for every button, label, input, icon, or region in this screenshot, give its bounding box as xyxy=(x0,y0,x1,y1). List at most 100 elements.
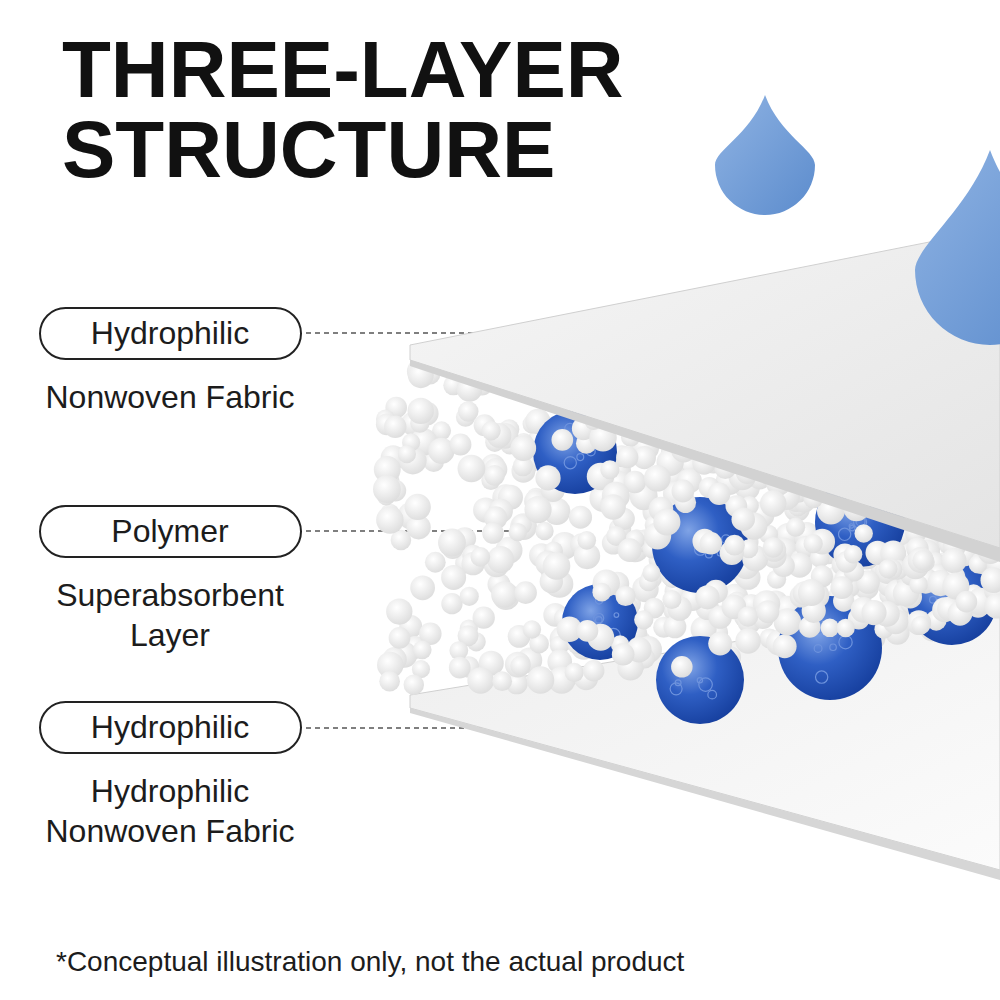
white-bead xyxy=(671,656,693,678)
white-bead xyxy=(941,548,966,573)
pill-label: Hydrophilic xyxy=(25,307,315,360)
white-bead xyxy=(878,559,897,578)
white-bead xyxy=(458,455,486,483)
white-bead xyxy=(509,523,527,541)
white-bead xyxy=(511,435,537,461)
white-bead xyxy=(514,581,537,604)
white-bead xyxy=(492,671,512,691)
white-bead xyxy=(662,590,681,609)
layer-label: HydrophilicNonwoven Fabric xyxy=(25,307,315,417)
blue-bead xyxy=(656,636,744,724)
white-bead xyxy=(441,565,466,590)
white-bead xyxy=(473,606,495,628)
white-bead xyxy=(389,627,411,649)
bubble xyxy=(839,635,852,648)
white-bead xyxy=(441,593,462,614)
white-bead xyxy=(912,550,932,570)
white-bead xyxy=(386,598,412,624)
white-bead xyxy=(773,634,797,658)
white-bead xyxy=(908,547,934,573)
white-bead xyxy=(618,538,642,562)
white-bead xyxy=(830,576,853,599)
white-bead xyxy=(535,465,560,490)
white-bead xyxy=(484,465,505,486)
sheet-face xyxy=(410,228,1000,548)
white-bead xyxy=(981,567,1000,593)
bubble xyxy=(594,613,604,623)
bubble xyxy=(708,690,717,699)
white-bead xyxy=(510,656,530,676)
white-bead xyxy=(460,587,479,606)
layer-label: HydrophilicHydrophilic Nonwoven Fabric xyxy=(25,701,315,851)
white-bead xyxy=(482,522,504,544)
white-bead xyxy=(763,537,784,558)
white-bead xyxy=(756,600,779,623)
white-bead xyxy=(583,660,604,681)
white-bead xyxy=(425,552,446,573)
bottom-sheet xyxy=(410,598,1000,880)
white-bead xyxy=(398,445,416,463)
white-bead xyxy=(524,496,551,523)
white-bead xyxy=(984,594,1000,619)
bubble xyxy=(675,680,681,686)
white-bead xyxy=(405,494,431,520)
white-bead xyxy=(708,632,732,656)
white-bead xyxy=(470,547,490,567)
water-drops xyxy=(715,95,1000,345)
white-bead xyxy=(612,643,635,666)
white-bead xyxy=(527,666,554,693)
pill-label: Polymer xyxy=(25,505,315,558)
layer-name: Hydrophilic Nonwoven Fabric xyxy=(25,771,315,851)
white-bead xyxy=(786,518,805,537)
white-bead xyxy=(615,586,635,606)
white-bead xyxy=(481,421,500,440)
bubble xyxy=(814,645,822,653)
white-bead xyxy=(565,663,584,682)
white-bead xyxy=(491,581,518,608)
white-bead xyxy=(821,619,839,637)
white-bead xyxy=(642,564,660,582)
layer-name: Nonwoven Fabric xyxy=(25,377,315,417)
white-bead xyxy=(653,508,680,535)
white-bead xyxy=(458,401,478,421)
white-bead xyxy=(577,531,596,550)
white-bead xyxy=(413,640,432,659)
white-bead xyxy=(695,585,719,609)
white-bead xyxy=(854,524,872,542)
white-bead xyxy=(569,506,592,529)
white-bead xyxy=(592,583,611,602)
white-bead xyxy=(724,535,745,556)
bubble xyxy=(564,457,576,469)
white-bead xyxy=(735,628,760,653)
bubble xyxy=(697,678,702,683)
white-bead xyxy=(911,616,930,635)
white-bead xyxy=(543,552,571,580)
white-bead xyxy=(798,579,825,606)
white-bead xyxy=(600,494,625,519)
white-bead xyxy=(576,620,598,642)
white-bead xyxy=(373,475,401,503)
bubble xyxy=(849,525,855,531)
white-bead xyxy=(616,446,638,468)
bubble xyxy=(815,671,827,683)
pill-outline: Hydrophilic xyxy=(39,701,302,754)
white-bead xyxy=(379,671,400,692)
white-bead xyxy=(410,575,435,600)
white-bead xyxy=(449,657,471,679)
white-bead xyxy=(700,533,721,554)
title: THREE-LAYER STRUCTURE xyxy=(62,30,682,190)
bubble xyxy=(838,528,850,540)
white-bead xyxy=(450,434,472,456)
bubble xyxy=(699,678,713,692)
white-bead xyxy=(671,480,694,503)
layer-name: Superabsorbent Layer xyxy=(25,575,315,655)
absorbent-bead xyxy=(656,636,744,724)
white-bead xyxy=(700,532,722,554)
white-bead xyxy=(861,600,886,625)
white-bead xyxy=(404,674,424,694)
layer-label: PolymerSuperabsorbent Layer xyxy=(25,505,315,655)
white-bead xyxy=(708,482,731,505)
white-bead xyxy=(844,545,862,563)
white-bead xyxy=(523,620,541,638)
water-drop xyxy=(715,95,815,215)
